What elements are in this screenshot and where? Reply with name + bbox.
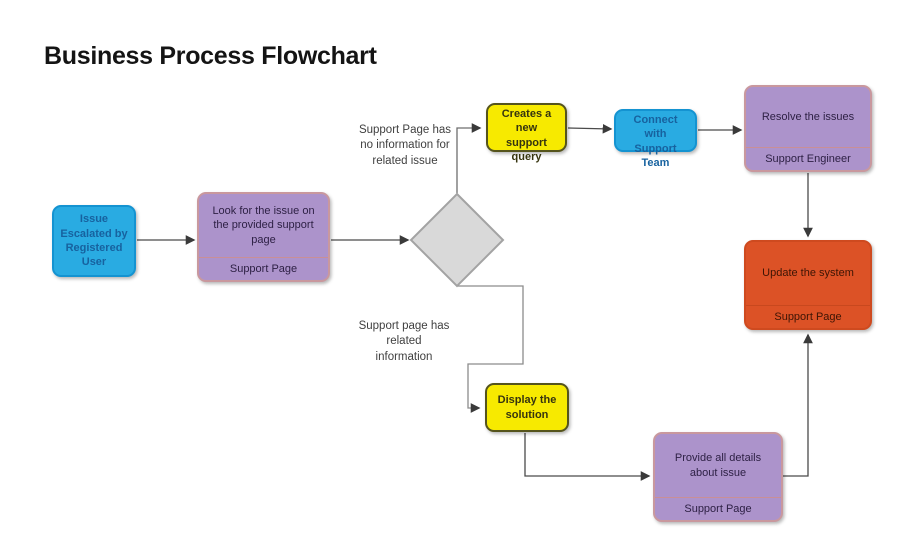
connector-provide-to-update [783,333,813,477]
node-resolve-issues-label: Resolve the issues [761,110,855,123]
node-look-for-issue-label: Look for the issue on the provided suppo… [212,205,315,246]
node-connect-team-label: Connect with Support Team [633,114,678,169]
connector-creates-query-to-connect [567,123,613,134]
node-display-solution: Display the solution [485,383,569,432]
edge-label-has-information: Support page has related information [358,320,450,363]
node-creates-query: Creates a new support query [486,103,567,163]
node-provide-details-sublabel: Support Page [655,497,781,520]
edge-label-no-information: Support Page has no information for rela… [358,124,452,167]
node-update-system-label: Update the system [762,267,854,280]
node-display-solution-label: Display the solution [497,394,557,421]
node-connect-team: Connect with Support Team [614,109,697,169]
node-creates-query-label: Creates a new support query [501,108,552,163]
connector-display-to-provide [524,433,651,481]
node-issue-escalated-label: Issue Escalated by Registered User [60,213,128,269]
page-title: Business Process Flowchart [44,42,377,70]
decision-diamond [409,192,505,288]
node-resolve-issues-sublabel: Support Engineer [746,147,870,170]
node-look-for-issue: Look for the issue on the provided suppo… [197,192,330,282]
node-update-system: Update the system Support Page [744,240,872,330]
node-update-system-sublabel: Support Page [746,305,870,328]
node-look-for-issue-sublabel: Support Page [199,257,328,280]
node-resolve-issues: Resolve the issues Support Engineer [744,85,872,172]
node-issue-escalated: Issue Escalated by Registered User [52,205,136,277]
node-provide-details-label: Provide all details about issue [674,452,762,479]
node-provide-details: Provide all details about issue Support … [653,432,783,522]
